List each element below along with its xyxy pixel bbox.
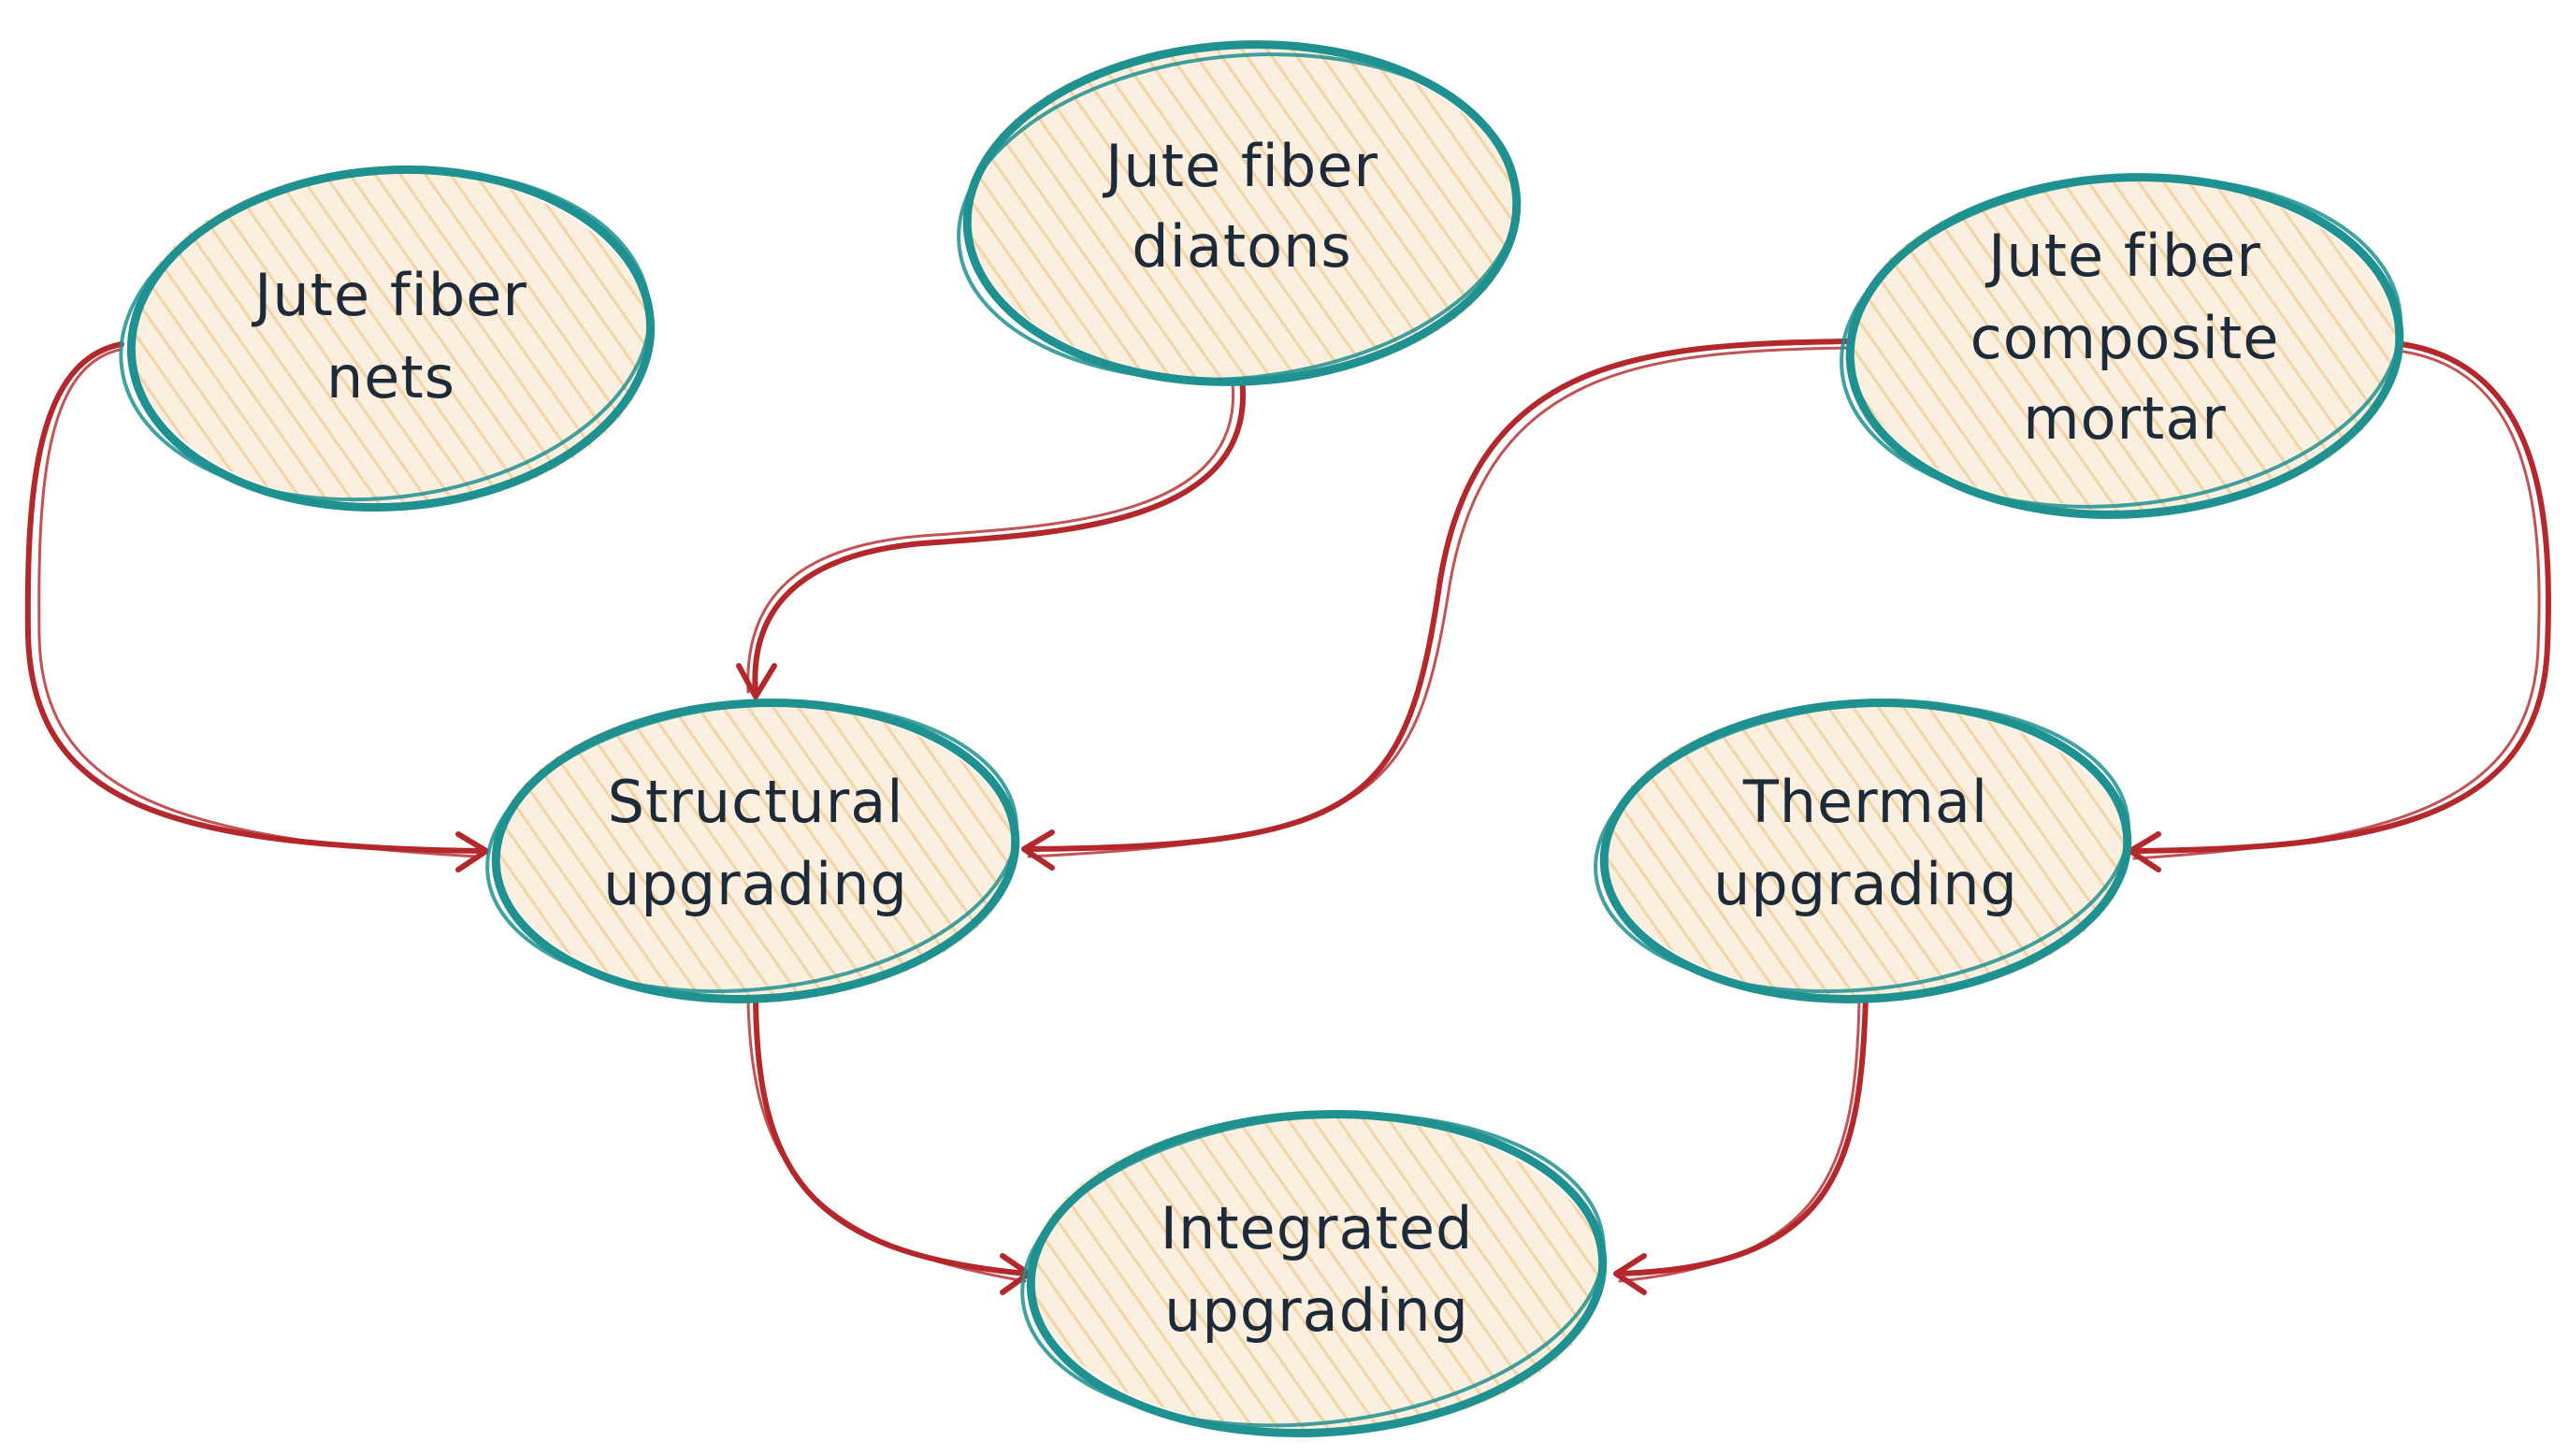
node-label: Thermal (1742, 768, 1988, 836)
edge-mortar-to-structural (1021, 339, 1853, 871)
node-jute-fiber-composite-mortar: Jute fiber composite mortar (1840, 173, 2404, 519)
node-label: Jute fiber (1102, 132, 1378, 200)
arrowhead-icon (736, 663, 777, 699)
node-label: upgrading (1713, 850, 2018, 918)
edge-structural-to-integrated (746, 996, 1032, 1295)
node-label: upgrading (1164, 1276, 1469, 1345)
node-label: nets (326, 343, 455, 411)
node-jute-fiber-nets: Jute fiber nets (119, 165, 656, 512)
node-label: Structural (608, 768, 904, 836)
node-integrated-upgrading: Integrated upgrading (1020, 1109, 1608, 1438)
node-thermal-upgrading: Thermal upgrading (1594, 699, 2132, 1003)
node-label: Jute fiber (251, 261, 527, 329)
node-structural-upgrading: Structural upgrading (485, 699, 1020, 1003)
node-label: Integrated (1161, 1194, 1474, 1262)
node-label: mortar (2023, 384, 2227, 453)
node-jute-fiber-diatons: Jute fiber diatons (957, 40, 1522, 386)
arrowhead-icon (455, 831, 489, 872)
arrowhead-icon (1613, 1253, 1647, 1295)
edge-diatons-to-structural (736, 376, 1247, 699)
arrowhead-icon (1021, 829, 1055, 871)
node-label: Jute fiber (1984, 222, 2261, 290)
node-label: upgrading (603, 850, 908, 918)
edge-thermal-to-integrated (1613, 993, 1869, 1295)
node-label: composite (1970, 304, 2280, 372)
edge-nets-to-structural (24, 341, 489, 872)
node-label: diatons (1132, 212, 1351, 281)
